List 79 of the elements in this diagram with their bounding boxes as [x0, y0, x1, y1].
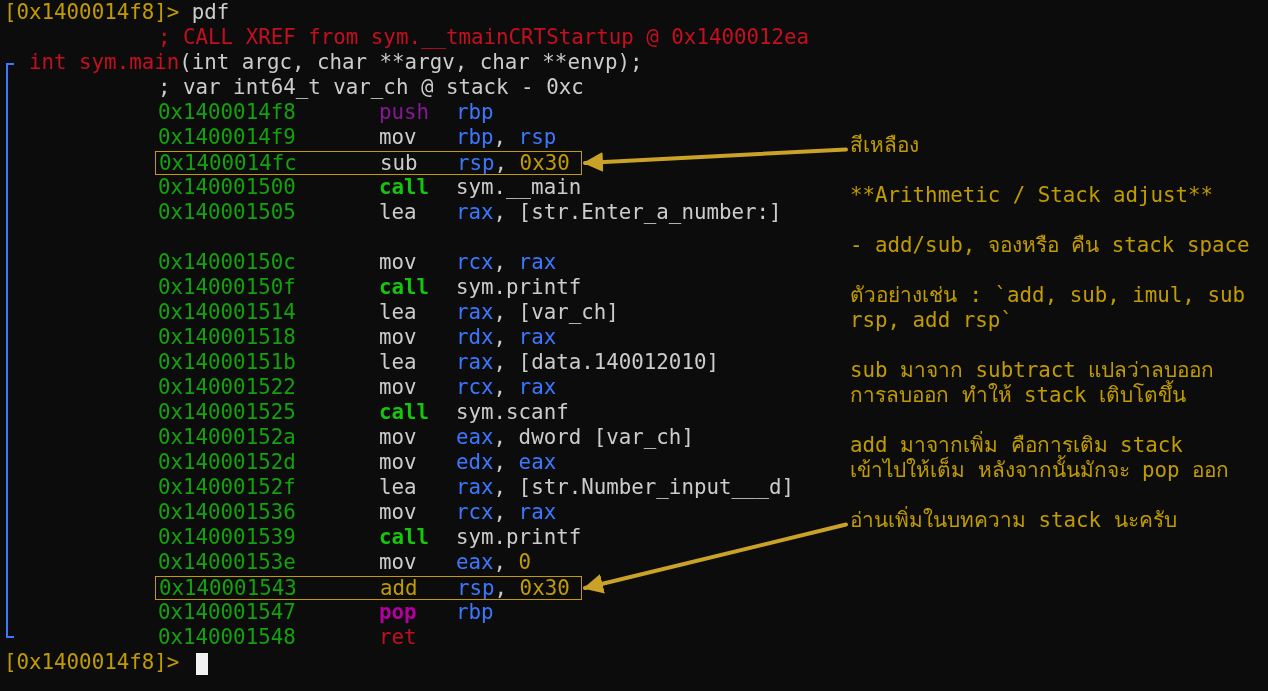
- annotation-text: ตัวอย่างเช่น : `add, sub, imul, sub rsp, add rsp`: [850, 283, 1246, 333]
- xref-comment: ; CALL XREF from sym.__tmainCRTStartup @ 0x1400012ea: [158, 25, 810, 50]
- instruction-mnemonic: add: [380, 575, 418, 601]
- instruction-address: 0x140001536: [158, 500, 296, 525]
- instruction-mnemonic: mov: [379, 425, 417, 450]
- instruction-address: 0x140001514: [158, 300, 296, 325]
- instruction-mnemonic: mov: [379, 250, 417, 275]
- instruction-mnemonic: call: [379, 275, 430, 300]
- annotation-text: sub มาจาก subtract แปลว่าลบออก การลบออก ทำให้ stack เติบโตขึ้น: [850, 358, 1216, 408]
- instruction-operands: rbp, rsp: [456, 125, 557, 150]
- variable-comment: ; var int64_t var_ch @ stack - 0xc: [158, 75, 584, 100]
- instruction-mnemonic: mov: [379, 450, 417, 475]
- instruction-operands: rcx, rax: [456, 250, 557, 275]
- highlight-box: [155, 151, 582, 175]
- instruction-operands: rsp, 0x30: [457, 575, 570, 601]
- instruction-mnemonic: push: [379, 100, 430, 125]
- instruction-address: 0x14000150f: [158, 275, 296, 300]
- instruction-mnemonic: mov: [379, 125, 417, 150]
- instruction-mnemonic: lea: [379, 475, 417, 500]
- instruction-operands: rax, [var_ch]: [456, 300, 619, 325]
- instruction-operands: rax, [str.Number_input___d]: [456, 475, 795, 500]
- instruction-mnemonic: call: [379, 400, 430, 425]
- highlight-box: [155, 576, 582, 600]
- instruction-address: 0x140001539: [158, 525, 296, 550]
- instruction-operands: rax, [data.140012010]: [456, 350, 719, 375]
- instruction-operands: rdx, rax: [456, 325, 557, 350]
- instruction-mnemonic: mov: [379, 375, 417, 400]
- instruction-operands: rbp: [456, 100, 494, 125]
- command-prompt: [0x1400014f8]>: [4, 0, 180, 25]
- instruction-address: 0x1400014f9: [158, 125, 296, 150]
- instruction-address: 0x14000150c: [158, 250, 296, 275]
- instruction-address: 0x140001547: [158, 600, 296, 625]
- instruction-operands: rcx, rax: [456, 500, 557, 525]
- instruction-mnemonic: mov: [379, 500, 417, 525]
- instruction-address: 0x140001522: [158, 375, 296, 400]
- instruction-mnemonic: sub: [380, 150, 418, 176]
- instruction-address: 0x140001500: [158, 175, 296, 200]
- instruction-address: 0x14000152f: [158, 475, 296, 500]
- command-text: pdf: [191, 0, 230, 25]
- instruction-operands: rax, [str.Enter_a_number:]: [456, 200, 782, 225]
- instruction-mnemonic: pop: [379, 600, 417, 625]
- instruction-operands: sym.__main: [456, 175, 582, 200]
- instruction-address: 0x140001548: [158, 625, 296, 650]
- instruction-address: 0x14000151b: [158, 350, 296, 375]
- instruction-mnemonic: mov: [379, 325, 417, 350]
- instruction-mnemonic: lea: [379, 300, 417, 325]
- command-prompt: [0x1400014f8]>: [4, 650, 180, 675]
- instruction-address: 0x1400014f8: [158, 100, 296, 125]
- function-signature: int sym.main(int argc, char **argv, char **envp);: [29, 50, 643, 75]
- annotation-text: อ่านเพิ่มในบทความ stack นะครับ: [850, 508, 1177, 533]
- arrow: [583, 147, 848, 173]
- instruction-address: 0x1400014fc: [159, 150, 297, 176]
- instruction-address: 0x140001543: [159, 575, 297, 601]
- instruction-address: 0x140001518: [158, 325, 296, 350]
- instruction-mnemonic: lea: [379, 200, 417, 225]
- instruction-address: 0x140001505: [158, 200, 296, 225]
- annotation-text: - add/sub, จองหรือ คืน stack space: [850, 233, 1250, 258]
- instruction-operands: sym.scanf: [456, 400, 569, 425]
- instruction-operands: rsp, 0x30: [457, 150, 570, 176]
- instruction-operands: eax, dword [var_ch]: [456, 425, 694, 450]
- instruction-operands: eax, 0: [456, 550, 532, 575]
- instruction-mnemonic: mov: [379, 550, 417, 575]
- instruction-operands: rcx, rax: [456, 375, 557, 400]
- instruction-mnemonic: call: [379, 525, 430, 550]
- instruction-operands: sym.printf: [456, 275, 582, 300]
- instruction-address: 0x14000153e: [158, 550, 296, 575]
- instruction-mnemonic: call: [379, 175, 430, 200]
- annotation-text: **Arithmetic / Stack adjust**: [850, 183, 1215, 208]
- annotation-text: สีเหลือง: [850, 133, 919, 158]
- arrow: [583, 522, 848, 594]
- instruction-address: 0x14000152d: [158, 450, 296, 475]
- instruction-mnemonic: ret: [379, 625, 417, 650]
- instruction-address: 0x140001525: [158, 400, 296, 425]
- instruction-operands: sym.printf: [456, 525, 582, 550]
- instruction-address: 0x14000152a: [158, 425, 296, 450]
- instruction-operands: edx, eax: [456, 450, 557, 475]
- instruction-mnemonic: lea: [379, 350, 417, 375]
- instruction-operands: rbp: [456, 600, 494, 625]
- annotation-text: add มาจากเพิ่ม คือการเติม stack เข้าไปให้เต็ม หลังจากนั้นมักจะ pop ออก: [850, 433, 1231, 483]
